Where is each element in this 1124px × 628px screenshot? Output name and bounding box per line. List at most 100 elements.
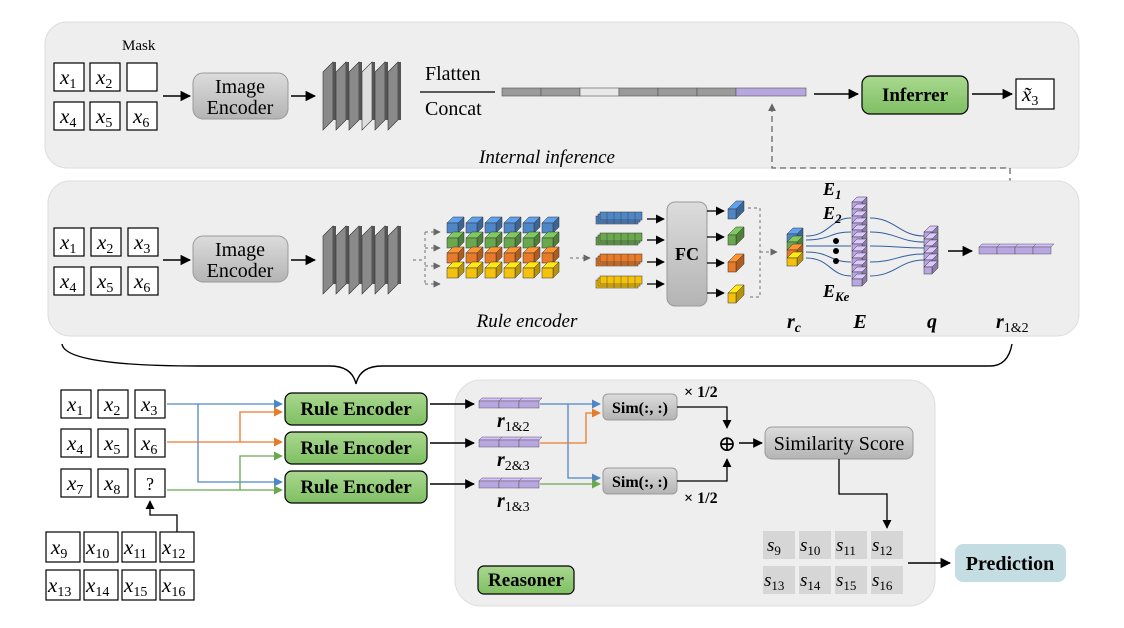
- rule-panel-x1: x1: [53, 227, 85, 257]
- grid-cube-3-3: [484, 246, 503, 264]
- vec-cell-3: [518, 400, 540, 409]
- panel-x2: x2: [89, 62, 121, 92]
- grid-cube-2-1: [465, 216, 484, 234]
- feature-map-6: [387, 225, 399, 295]
- feature-map-edge-2: [346, 62, 349, 120]
- svg-text:x12: x12: [161, 535, 185, 562]
- vec-top-1: [478, 397, 503, 402]
- q-cell-6: [923, 260, 939, 275]
- grid-cube-1-4: [446, 261, 465, 279]
- bottom-x7: x7: [60, 468, 92, 498]
- score-s11: s11: [835, 531, 867, 559]
- svg-text:x2: x2: [103, 392, 120, 419]
- svg-text:x5: x5: [95, 104, 112, 131]
- r23-vector: [478, 436, 543, 448]
- score-s9: s9: [763, 531, 795, 559]
- aggregated-rule-features: [595, 211, 643, 289]
- bottom-context-panels: x1 x2 x3 x4 x5 x6 x7 x8: [60, 389, 166, 498]
- candidate-x9: x9: [45, 531, 81, 563]
- fc-cube-2: [727, 226, 745, 246]
- grid-cube-4-1: [503, 216, 522, 234]
- bottom-x8: x8: [97, 468, 129, 498]
- bottom-x6: x6: [134, 428, 166, 458]
- svg-text:x1: x1: [59, 65, 76, 92]
- svg-text:x15: x15: [123, 573, 147, 600]
- feature-map-edge-3: [359, 226, 362, 284]
- rule-panel-x4: x4: [53, 266, 85, 296]
- panel-x6: x6: [126, 101, 158, 131]
- rule-feature-maps: [322, 225, 401, 295]
- vec-cell-1: [478, 400, 500, 409]
- rule-panel-x3: x3: [127, 227, 159, 257]
- rc-vector: [786, 227, 804, 267]
- score-s15: s15: [835, 566, 867, 594]
- grid-cube-5-3: [522, 246, 541, 264]
- arrow-to-scores: [838, 459, 892, 529]
- ellipsis-dots: [833, 238, 839, 264]
- vector-segment-3: [579, 87, 620, 97]
- feature-map-4: [361, 61, 373, 131]
- feature-map-edge-1: [333, 62, 336, 120]
- dashed-rule-link: [768, 103, 1011, 244]
- fc-cube-1-front: [727, 208, 737, 220]
- fc-cube-4: [727, 284, 745, 304]
- vec-top-3: [518, 397, 543, 402]
- feature-map-3: [348, 61, 360, 131]
- svg-text:Encoder: Encoder: [207, 97, 274, 119]
- bottom-x2: x2: [97, 389, 129, 419]
- arrows-to-fc: [647, 214, 665, 289]
- sim-routing: [540, 399, 601, 489]
- bar-group-3: [595, 253, 643, 267]
- vector-segment-4: [618, 87, 659, 97]
- sim-box-2: Sim(:, :): [602, 467, 678, 495]
- e-cell-12-front: [851, 278, 863, 287]
- grid-cube-4-4-front: [503, 267, 516, 279]
- feature-map-edge-3: [359, 62, 362, 120]
- feature-map-2: [335, 61, 347, 131]
- grid-cube-6-4-front: [541, 267, 554, 279]
- grid-cube-6-1-front: [541, 222, 554, 234]
- rc-cube-4-front: [786, 257, 798, 267]
- candidate-x16: x16: [159, 569, 195, 601]
- vector-segment-2: [540, 87, 581, 97]
- svg-text:s10: s10: [800, 535, 820, 558]
- vec-top-1: [978, 243, 1001, 248]
- svg-text:Sim(:, :): Sim(:, :): [612, 474, 668, 491]
- rule-panel-x5: x5: [90, 266, 122, 296]
- fc-output-cubes: [727, 200, 745, 304]
- curly-brace: [61, 343, 1013, 385]
- feature-map-edge-1: [333, 226, 336, 284]
- label-eke: EKe: [822, 281, 850, 304]
- panel-x4: x4: [53, 101, 85, 131]
- vector-segment-rule: [735, 87, 807, 97]
- vec-top-2: [498, 397, 523, 402]
- svg-text:s11: s11: [836, 535, 856, 558]
- svg-text:Encoder: Encoder: [207, 260, 274, 282]
- vec-cell-3: [1014, 246, 1034, 255]
- label-E: E: [852, 311, 866, 333]
- similarity-score-box: Similarity Score: [764, 426, 914, 460]
- grid-cube-5-1: [522, 216, 541, 234]
- fc-output-arrows: [707, 206, 725, 298]
- reasoner-label-box: Reasoner: [477, 565, 575, 595]
- vec-cell-1: [478, 439, 500, 448]
- svg-text:Rule Encoder: Rule Encoder: [300, 477, 412, 498]
- grid-cube-3-2: [484, 231, 503, 249]
- svg-text:x5: x5: [103, 431, 120, 458]
- rule-encoder-2: Rule Encoder: [284, 431, 428, 465]
- grid-cube-4-4: [503, 261, 522, 279]
- grid-cube-2-2-front: [465, 237, 478, 249]
- vec-top-2: [498, 477, 523, 482]
- feature-map-edge-4: [372, 226, 375, 284]
- vec-cell-1: [478, 480, 500, 489]
- panel-x1: x1: [53, 62, 85, 92]
- vec-cell-2: [498, 400, 520, 409]
- fc-cube-3: [727, 253, 745, 273]
- split-arrows: [413, 228, 441, 288]
- candidate-x13: x13: [45, 569, 81, 601]
- feature-map-edge-2: [346, 226, 349, 284]
- grid-cube-3-2-front: [484, 237, 497, 249]
- concat-feature-vector: [501, 87, 807, 97]
- score-s13: s13: [763, 566, 795, 594]
- r12-vector: [478, 397, 543, 409]
